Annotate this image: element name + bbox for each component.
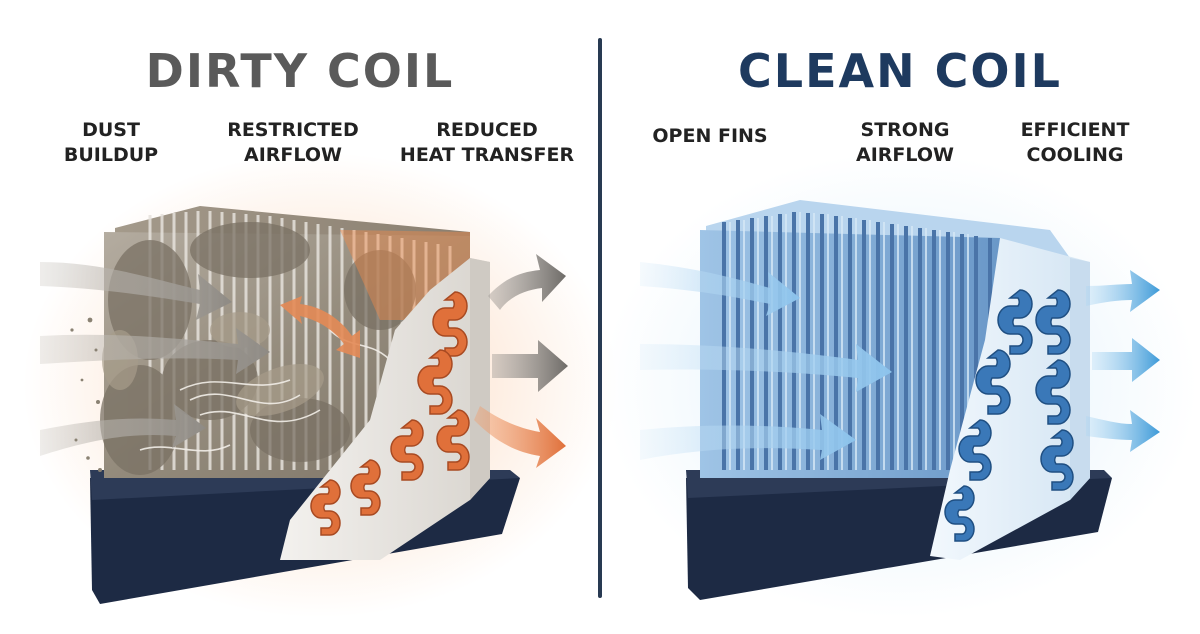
airflow-arrow-icon [1086, 270, 1160, 452]
label-strong-airflow: STRONG AIRFLOW [856, 119, 954, 166]
airflow-arrow-icon [640, 262, 892, 460]
airflow-arrow-icon [474, 254, 568, 468]
coil-tube-icon [944, 289, 1074, 542]
label-restricted-airflow: RESTRICTED AIRFLOW [227, 119, 359, 166]
airflow-arrow-icon [40, 262, 360, 456]
clean-coil-title: CLEAN COIL [738, 44, 1062, 98]
panel-divider [598, 38, 602, 598]
label-dust-buildup: DUST BUILDUP [63, 119, 159, 166]
label-open-fins: OPEN FINS [652, 125, 768, 147]
clean-coil [640, 200, 1160, 600]
dirty-coil [40, 206, 568, 604]
coil-tube-icon [310, 291, 470, 536]
label-efficient-cooling: EFFICIENT COOLING [1020, 119, 1130, 166]
dirty-coil-title: DIRTY COIL [145, 44, 455, 98]
label-reduced-heat-transfer: REDUCED HEAT TRANSFER [399, 119, 575, 166]
